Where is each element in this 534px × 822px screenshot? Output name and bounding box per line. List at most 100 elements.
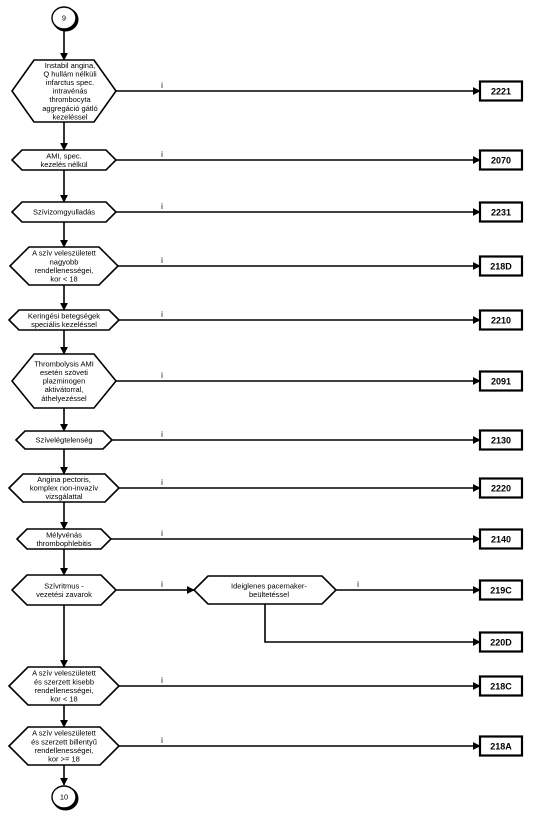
decision-label-line: Q hullám nélküli	[43, 69, 97, 78]
decision-label-line: rendellenességei,	[35, 746, 94, 755]
decision-label-line: speciális kezeléssel	[31, 320, 97, 329]
decision-label-line: thrombocyta	[49, 95, 91, 104]
decision-label-line: plazminogen	[43, 377, 86, 386]
no-arrow	[264, 604, 481, 646]
result-box-label: 219C	[490, 585, 512, 595]
result-box-label: 2130	[491, 435, 511, 445]
decision-label-line: Szívizomgyulladás	[33, 208, 95, 217]
result-box-label: 2091	[491, 376, 511, 386]
decision-label-line: AMI, spec.	[46, 151, 81, 160]
decision-node	[10, 201, 118, 223]
decision-label-line: Thrombolysis AMI	[34, 359, 94, 368]
result-box	[478, 675, 524, 697]
decision-label-line: vezetési zavarok	[36, 590, 92, 599]
decision-node	[14, 430, 114, 450]
edge-label-i: i	[161, 736, 163, 745]
decision-label-line: infarctus spec.	[46, 78, 94, 87]
edge-label-i: i	[161, 371, 163, 380]
subdecision-label-line: beültetéssel	[249, 590, 289, 599]
end-connector-label: 10	[60, 793, 68, 802]
edge-label-i: i	[357, 580, 359, 589]
decision-label: Szívizomgyulladás	[33, 208, 95, 217]
decision-label-line: Mélyvénás	[46, 530, 82, 539]
edge-label-i: i	[161, 256, 163, 265]
result-box-label: 2140	[491, 534, 511, 544]
decision-label-line: A szív veleszületett	[32, 729, 97, 738]
result-box	[478, 80, 524, 102]
decision-label-line: kor < 18	[50, 275, 77, 284]
result-box-label: 2220	[491, 483, 511, 493]
decision-label: AMI, spec.kezelés nélkül	[40, 151, 87, 169]
decision-label-line: és szerzett billentyű	[31, 737, 97, 746]
subdecision-node	[192, 575, 338, 605]
decision-label-line: Instabil angina,	[45, 61, 95, 70]
decision-node	[7, 309, 121, 331]
result-box	[478, 631, 524, 653]
decision-label-line: vizsgálattal	[45, 492, 82, 501]
result-box	[478, 149, 524, 171]
result-box-label: 2210	[491, 315, 511, 325]
decision-label-line: áthelyezéssel	[41, 394, 87, 403]
result-box	[478, 201, 524, 223]
result-box-label: 220D	[490, 637, 512, 647]
decision-label: Szívelégtelenség	[35, 436, 92, 445]
decision-label-line: rendellenességei,	[35, 266, 94, 275]
result-box	[478, 735, 524, 757]
result-box-label: 2231	[491, 207, 511, 217]
decision-label-line: aggregáció gátló	[42, 104, 97, 113]
start-connector-label: 9	[62, 14, 66, 23]
decision-label-line: Keringési betegségek	[28, 311, 100, 320]
edge-label-i: i	[161, 478, 163, 487]
subdecision-label-line: Ideiglenes pacemaker-	[231, 581, 307, 590]
start-connector	[51, 6, 77, 30]
end-connector	[51, 785, 77, 809]
decision-label-line: kezeléssel	[52, 112, 87, 121]
decision-label-line: aktivátorral,	[45, 385, 84, 394]
edge-label-i: i	[161, 430, 163, 439]
decision-label-line: A szív veleszületett	[32, 249, 97, 258]
decision-label-line: esetén szöveti	[40, 368, 88, 377]
edge-label-i: i	[161, 81, 163, 90]
edge-label-i: i	[161, 676, 163, 685]
decision-label-line: thrombophlebitis	[36, 539, 91, 548]
result-box	[478, 309, 524, 331]
decision-node	[11, 59, 117, 123]
result-box-label: 2070	[491, 155, 511, 165]
decision-label-line: rendellenességei,	[35, 686, 94, 695]
decision-label-line: kezelés nélkül	[40, 160, 87, 169]
edge-label-i: i	[161, 310, 163, 319]
edge-label-i: i	[161, 202, 163, 211]
decision-node	[7, 666, 121, 706]
decision-node	[7, 473, 121, 503]
decision-label-line: és szerzett kisebb	[34, 677, 94, 686]
decision-label-line: Szívelégtelenség	[35, 436, 92, 445]
result-box	[478, 579, 524, 601]
edge-label-i: i	[161, 580, 163, 589]
result-box-label: 218D	[490, 261, 512, 271]
result-box	[478, 255, 524, 277]
decision-node	[15, 528, 113, 550]
decision-label-line: komplex non-invazív	[30, 484, 99, 493]
decision-node	[10, 149, 118, 171]
decision-node	[7, 726, 121, 766]
decision-node	[10, 574, 118, 606]
decision-node	[10, 353, 118, 409]
decision-label-line: intravénás	[53, 87, 88, 96]
result-box	[478, 528, 524, 550]
edge-label-i: i	[161, 150, 163, 159]
result-box-label: 218A	[490, 741, 512, 751]
decision-label-line: kor < 18	[50, 695, 77, 704]
subdecision-label: Ideiglenes pacemaker-beültetéssel	[231, 581, 307, 599]
result-box	[478, 477, 524, 499]
decision-label: Szívritmus -vezetési zavarok	[36, 581, 92, 599]
decision-label-line: Szívritmus -	[44, 581, 84, 590]
